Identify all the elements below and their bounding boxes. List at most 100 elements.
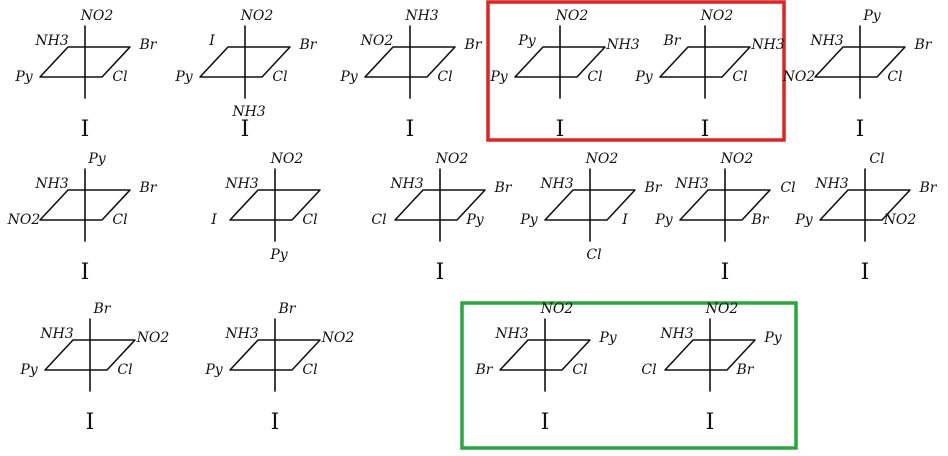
- ligand-lower-left: Cl: [641, 362, 656, 378]
- ligand-lower-right: Cl: [732, 69, 747, 85]
- square-plane: [44, 339, 136, 371]
- ligand-upper-left: NH3: [494, 326, 528, 342]
- ligand-lower-right: Br: [751, 212, 770, 228]
- ligand-lower-right: Cl: [887, 69, 902, 85]
- ligand-lower-left: I: [210, 212, 217, 228]
- ligand-upper-left: NO2: [360, 33, 394, 49]
- ligand-lower-left: Br: [475, 362, 494, 378]
- ligand-top: NO2: [555, 8, 589, 24]
- ligand-lower-right: Br: [736, 362, 755, 378]
- ligand-bottom: NH3: [231, 104, 265, 120]
- ligand-lower-right: Py: [465, 212, 484, 228]
- square-plane: [544, 189, 636, 221]
- square-plane: [364, 46, 456, 78]
- ligand-upper-right: NO2: [321, 330, 355, 346]
- ligand-lower-right: Cl: [112, 212, 127, 228]
- ligand-upper-right: Cl: [780, 180, 795, 196]
- ligand-upper-left: I: [208, 33, 215, 49]
- ligand-top: Py: [87, 151, 106, 167]
- ligand-upper-left: NH3: [389, 176, 423, 192]
- ligand-lower-left: Py: [204, 362, 223, 378]
- ligand-upper-right: NO2: [136, 330, 170, 346]
- ligand-top: NO2: [705, 301, 739, 317]
- ligand-upper-right: Br: [494, 180, 513, 196]
- ligand-lower-left: Py: [654, 212, 673, 228]
- ligand-lower-left: NO2: [7, 212, 41, 228]
- square-plane: [39, 189, 131, 221]
- ligand-top: NH3: [404, 8, 438, 24]
- isomer-label: I: [436, 260, 445, 285]
- isomer-label: I: [706, 410, 715, 435]
- ligand-upper-right: Br: [464, 37, 483, 53]
- ligand-lower-left: Py: [634, 69, 653, 85]
- ligand-top: NO2: [700, 8, 734, 24]
- ligand-upper-left: Py: [517, 33, 536, 49]
- ligand-top: NO2: [540, 301, 574, 317]
- ligand-lower-left: Py: [519, 212, 538, 228]
- ligand-upper-right: Br: [139, 37, 158, 53]
- ligand-top: NO2: [585, 151, 619, 167]
- ligand-upper-left: NH3: [539, 176, 573, 192]
- ligand-lower-left: Py: [174, 69, 193, 85]
- square-plane: [499, 339, 591, 371]
- ligand-upper-left: NH3: [674, 176, 708, 192]
- ligand-upper-right: Br: [644, 180, 663, 196]
- isomer-label: I: [701, 117, 710, 142]
- ligand-lower-right: Cl: [112, 69, 127, 85]
- ligand-lower-left: Py: [19, 362, 38, 378]
- ligand-top: NO2: [720, 151, 754, 167]
- ligand-lower-right: Cl: [117, 362, 132, 378]
- isomer-label: I: [81, 117, 90, 142]
- ligand-upper-right: Py: [598, 330, 617, 346]
- ligand-top: NO2: [240, 8, 274, 24]
- isomer-label: I: [406, 117, 415, 142]
- isomer-label: I: [556, 117, 565, 142]
- isomer-label: I: [271, 410, 280, 435]
- isomer-label: I: [241, 117, 250, 142]
- ligand-upper-left: NH3: [814, 176, 848, 192]
- square-plane: [394, 189, 486, 221]
- ligand-upper-right: Br: [139, 180, 158, 196]
- ligand-upper-left: NH3: [34, 33, 68, 49]
- square-plane: [514, 46, 606, 78]
- ligand-lower-left: Cl: [371, 212, 386, 228]
- ligand-upper-left: NH3: [809, 33, 843, 49]
- ligand-upper-left: NH3: [659, 326, 693, 342]
- square-plane: [39, 46, 131, 78]
- ligand-lower-right: Cl: [302, 362, 317, 378]
- ligand-top: NO2: [270, 151, 304, 167]
- ligand-upper-right: Br: [299, 37, 318, 53]
- square-plane: [229, 189, 321, 221]
- isomer-label: I: [861, 260, 870, 285]
- ligand-upper-left: NH3: [39, 326, 73, 342]
- ligand-lower-right: NO2: [883, 212, 917, 228]
- red-highlight-frame: [486, 0, 786, 142]
- ligand-upper-right: Br: [914, 37, 933, 53]
- ligand-upper-left: NH3: [34, 176, 68, 192]
- ligand-lower-right: Cl: [587, 69, 602, 85]
- ligand-lower-right: I: [621, 212, 628, 228]
- square-plane: [229, 339, 321, 371]
- ligand-lower-right: Cl: [272, 69, 287, 85]
- ligand-upper-right: NH3: [750, 37, 784, 53]
- ligand-lower-left: Py: [339, 69, 358, 85]
- ligand-top: NO2: [80, 8, 114, 24]
- square-plane: [659, 46, 751, 78]
- ligand-lower-right: Cl: [437, 69, 452, 85]
